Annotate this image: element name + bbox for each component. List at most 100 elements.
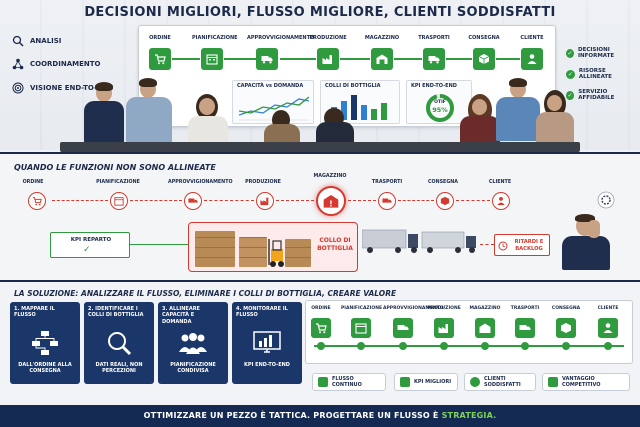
flow-step-label: ORDINE	[311, 306, 331, 311]
left-item-label: ANALISI	[30, 37, 62, 45]
check-icon	[562, 342, 570, 350]
flow-step-label: MAGAZZINO	[469, 306, 501, 311]
continuous-flow-line	[314, 345, 624, 347]
broken-flow-arrow	[348, 200, 376, 201]
step-circle-production	[256, 192, 274, 210]
cart-icon	[316, 323, 327, 334]
card-footer: PIANIFICAZIONE CONDIVISA	[170, 362, 216, 375]
benefit-better-kpi: KPI MIGLIORI	[394, 373, 458, 391]
truck-icon	[261, 56, 273, 64]
card-footer: KPI END-TO-END	[244, 362, 290, 368]
flow-arrow	[172, 58, 200, 60]
flow-step-label: TRASPORTI	[510, 306, 540, 311]
step-box-customer	[521, 48, 543, 70]
flow-step-label: PRODUZIONE	[245, 180, 281, 185]
package-icon	[478, 54, 490, 64]
step-circle-transport	[378, 192, 396, 210]
truck-icon	[188, 198, 198, 203]
step-box-delivery	[473, 48, 495, 70]
trophy-icon	[548, 377, 558, 387]
check-icon: ✓	[566, 48, 574, 58]
check-icon	[481, 342, 489, 350]
check-icon	[357, 342, 365, 350]
factory-icon	[438, 324, 448, 333]
flow-step-label: TRASPORTI	[418, 35, 450, 41]
cart-icon	[155, 54, 166, 65]
flow-arrow	[224, 58, 256, 60]
magnifier-icon	[108, 332, 132, 356]
cycle-icon	[318, 377, 328, 387]
step-circle-procurement	[184, 192, 202, 210]
section-title: LA SOLUZIONE: ANALIZZARE IL FLUSSO, ELIM…	[14, 289, 397, 298]
person-icon	[497, 197, 505, 206]
footer-text: OTTIMIZZARE UN PEZZO È TATTICA. PROGETTA…	[143, 411, 442, 420]
right-item-service: ✓SERVIZIO AFFIDABILE	[566, 89, 640, 101]
step-circle-delivery	[436, 192, 454, 210]
flow-step-label: CONSEGNA	[468, 35, 500, 41]
right-item-label: SERVIZIO AFFIDABILE	[578, 89, 615, 101]
benefit-continuous-flow: FLUSSO CONTINUO	[312, 373, 386, 391]
right-item-label: DECISIONI INFORMATE	[578, 47, 615, 59]
warehouse-alert-icon: !	[323, 195, 339, 208]
left-item-coordination: COORDINAMENTO	[12, 58, 100, 70]
broken-flow-arrow	[276, 200, 314, 201]
person-icon	[603, 323, 613, 333]
calendar-icon	[206, 54, 218, 65]
benefit-label: CLIENTI SODDISFATTI	[484, 376, 521, 388]
step-box-warehouse	[371, 48, 393, 70]
delays-backlog-box: RITARDI E BACKLOG	[494, 234, 550, 256]
flow-step-label: ORDINE	[149, 35, 171, 41]
package-icon	[561, 323, 571, 333]
factory-icon	[260, 197, 269, 206]
bar-chart-icon	[400, 377, 410, 387]
card-title: 4. MONITORARE IL FLUSSO	[236, 306, 288, 319]
step-box-transport	[515, 318, 535, 338]
bottleneck-zone: COLLO DI BOTTIGLIA	[188, 222, 358, 272]
meeting-table	[60, 142, 580, 152]
truck-icon	[397, 325, 409, 330]
benefit-label: FLUSSO CONTINUO	[332, 376, 362, 388]
truck-icon	[519, 325, 531, 330]
broken-flow-arrow	[130, 200, 182, 201]
step-box-warehouse	[475, 318, 495, 338]
kpi-department-box: KPI REPARTO ✓	[50, 232, 130, 258]
kpi-department-label: KPI REPARTO	[70, 237, 112, 243]
magnifier-icon	[12, 35, 24, 47]
card-footer: DALL'ORDINE ALLA CONSEGNA	[18, 362, 72, 375]
flow-step-label: PIANIFICAZIONE	[192, 35, 238, 41]
left-item-vision: VISIONE END-TO-END	[12, 82, 113, 94]
footer-banner: OTTIMIZZARE UN PEZZO È TATTICA. PROGETTA…	[0, 405, 640, 427]
team-icon	[179, 333, 207, 354]
step-box-delivery	[556, 318, 576, 338]
otif-gauge-icon	[426, 94, 454, 122]
flow-step-label: PIANIFICAZIONE	[96, 180, 140, 185]
smile-icon	[470, 377, 480, 387]
gear-cluster-icon	[597, 191, 615, 209]
check-icon: ✓	[83, 245, 91, 255]
flow-step-label: CLIENTE	[597, 306, 619, 311]
warehouse-icon	[479, 323, 491, 333]
step-box-procurement	[393, 318, 413, 338]
check-icon	[521, 342, 529, 350]
flow-arrow	[394, 58, 422, 60]
broken-flow-arrow	[456, 200, 490, 201]
person-icon	[527, 54, 537, 64]
stacked-boxes	[285, 239, 311, 267]
step-box-planning	[351, 318, 371, 338]
solution-card-monitor: 4. MONITORARE IL FLUSSO KPI END-TO-END	[232, 302, 302, 384]
flow-step-label: TRASPORTI	[371, 180, 403, 185]
footer-highlight: STRATEGIA.	[441, 411, 497, 420]
step-box-order	[311, 318, 331, 338]
benefit-label: KPI MIGLIORI	[414, 379, 452, 385]
step-box-production	[317, 48, 339, 70]
stacked-boxes	[195, 231, 235, 267]
page-title: DECISIONI MIGLIORI, FLUSSO MIGLIORE, CLI…	[84, 5, 556, 20]
card-footer: DATI REALI, NON PERCEZIONI	[95, 362, 143, 375]
gauge-label: OTIF	[434, 100, 446, 105]
flow-step-label: PRODUZIONE	[427, 306, 461, 311]
svg-text:!: !	[329, 199, 333, 208]
step-circle-planning	[110, 192, 128, 210]
step-circle-customer	[492, 192, 510, 210]
flow-step-label: APPROVVIGIONAMENTO	[247, 35, 315, 41]
check-icon	[440, 342, 448, 350]
